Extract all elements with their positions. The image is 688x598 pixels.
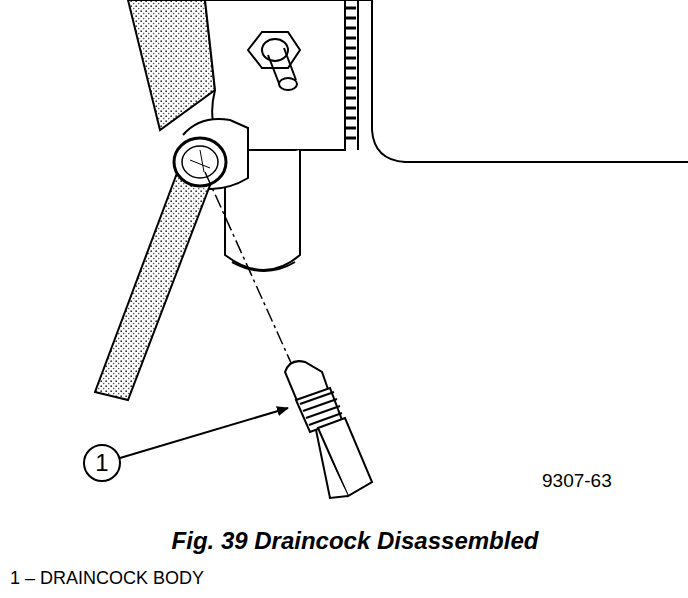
- figure-caption: Fig. 39 Draincock Disassembled: [172, 527, 539, 555]
- figure-code: 9307-63: [542, 470, 612, 492]
- callout-number: 1: [95, 451, 108, 475]
- callout-circle: 1: [83, 444, 121, 482]
- part-legend: 1 – DRAINCOCK BODY: [10, 568, 204, 589]
